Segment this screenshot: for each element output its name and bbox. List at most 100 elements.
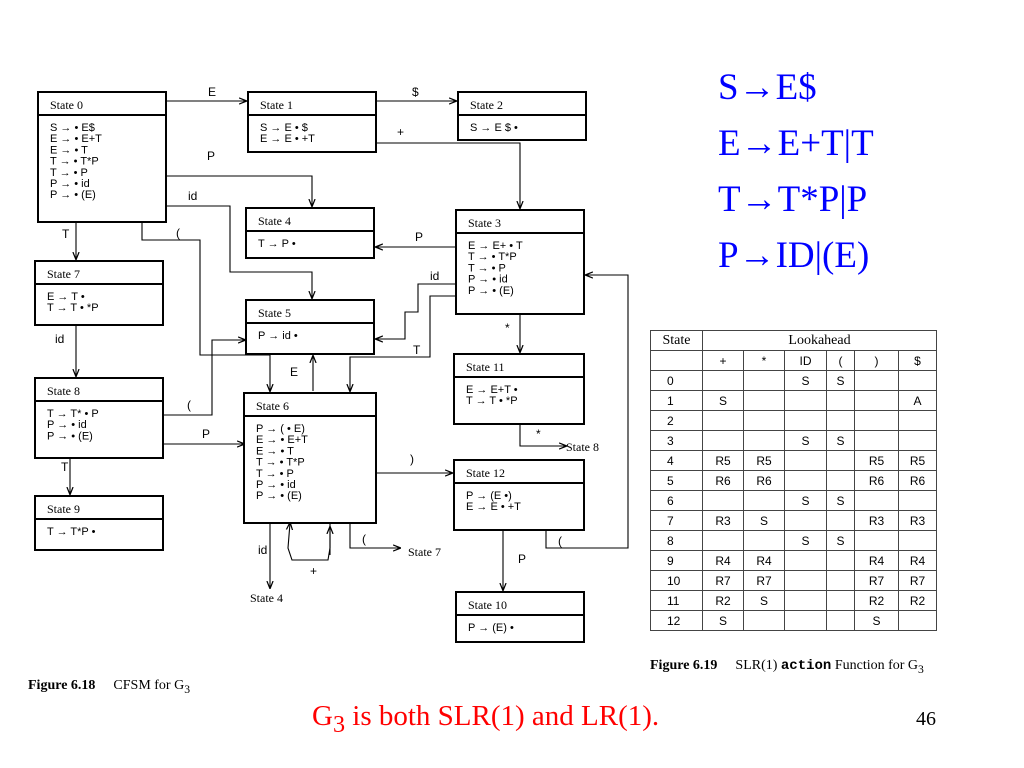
- state-item: P → • (E): [468, 285, 514, 297]
- state-number-cell: 6: [650, 490, 703, 511]
- state-title: State 2: [470, 98, 503, 112]
- action-cell: R4: [898, 550, 937, 571]
- edge-label: P: [202, 427, 210, 441]
- lookahead-column-header: ID: [784, 350, 827, 371]
- figure-text-post: Function for G: [834, 658, 919, 673]
- state-box: State 4T → P •: [245, 207, 375, 259]
- edge-label: T: [61, 460, 69, 474]
- action-cell: [743, 370, 785, 391]
- edge-label: $: [412, 85, 419, 99]
- action-cell: [898, 610, 937, 631]
- edge-label: (: [176, 226, 180, 240]
- state-box: State 0S → • E$E → • E+TE → • TT → • T*P…: [37, 91, 167, 223]
- state-item: P → • id: [50, 178, 90, 190]
- action-cell: [826, 590, 855, 611]
- state-box-frame: [453, 353, 585, 425]
- transition-arrow: [545, 275, 629, 549]
- state-title: State 6: [256, 399, 289, 413]
- action-cell: [898, 410, 937, 431]
- action-cell: [784, 550, 827, 571]
- action-cell: [743, 530, 785, 551]
- action-cell: R5: [854, 450, 899, 471]
- action-cell: S: [854, 610, 899, 631]
- action-cell: [743, 390, 785, 411]
- state-title: State 0: [50, 98, 83, 112]
- state-box: State 12P → (E •)E → E • +T: [453, 459, 585, 531]
- action-cell: [743, 610, 785, 631]
- target-state-label: State 4: [250, 591, 283, 605]
- state-number-cell: 7: [650, 510, 703, 531]
- transition-arrow: [166, 205, 312, 298]
- state-title: State 5: [258, 306, 291, 320]
- action-cell: A: [898, 390, 937, 411]
- action-cell: [826, 570, 855, 591]
- state-box: State 11E → E+T •T → T • *P: [453, 353, 585, 425]
- conclusion-rest: is both SLR(1) and LR(1).: [345, 700, 660, 732]
- state-box: State 5 P → id •: [245, 299, 375, 355]
- grammar-rule: P→ID|(E): [718, 235, 870, 276]
- action-cell: R7: [898, 570, 937, 591]
- action-cell: [898, 530, 937, 551]
- edge-label: +: [397, 125, 404, 139]
- page-number: 46: [916, 708, 936, 730]
- conclusion-text: G3 is both SLR(1) and LR(1).: [312, 700, 659, 739]
- transition-arrow: [519, 424, 566, 446]
- grammar-rules: S→E$ E→E+T|T T→T*P|P P→ID|(E): [718, 60, 874, 284]
- edge-label: ): [410, 452, 414, 466]
- state-number-cell: 3: [650, 430, 703, 451]
- action-cell: R4: [743, 550, 785, 571]
- action-cell: S: [826, 530, 855, 551]
- action-cell: [702, 430, 744, 451]
- state-item: T → P •: [258, 238, 296, 250]
- action-cell: S: [826, 490, 855, 511]
- edge-label: (: [187, 398, 191, 412]
- state-item: T → T*P •: [47, 526, 96, 538]
- target-state-label: State 8: [566, 440, 599, 454]
- state-item: E → • T: [256, 445, 294, 457]
- edge-label: E: [208, 85, 216, 99]
- state-item: E → • E+T: [256, 434, 308, 446]
- state-item: S → E $ •: [470, 122, 518, 134]
- state-number-cell: 4: [650, 450, 703, 471]
- action-cell: R6: [743, 470, 785, 491]
- state-item: E → E+T •: [466, 384, 518, 396]
- action-cell: S: [784, 430, 827, 451]
- state-item: P → id •: [258, 330, 298, 342]
- state-box-frame: [34, 495, 164, 551]
- action-cell: S: [702, 610, 744, 631]
- action-cell: [702, 530, 744, 551]
- transition-arrow: [376, 142, 520, 208]
- state-item: T → • P: [50, 167, 88, 179]
- action-cell: [743, 490, 785, 511]
- transition-arrow: [288, 523, 331, 561]
- state-box: State 7E → T •T → T • *P: [34, 260, 164, 326]
- state-number-cell: 1: [650, 390, 703, 411]
- state-number-cell: 12: [650, 610, 703, 631]
- action-cell: S: [702, 390, 744, 411]
- target-state-label: State 7: [408, 545, 441, 559]
- column-header-row: + * ID ( ) $: [650, 350, 937, 371]
- action-cell: R5: [702, 450, 744, 471]
- action-cell: [826, 550, 855, 571]
- state-item: P → • id: [256, 479, 296, 491]
- edge-label: E: [290, 365, 298, 379]
- action-cell: [784, 410, 827, 431]
- grammar-rule: S→E$: [718, 67, 817, 108]
- state-item: T → T • *P: [47, 302, 99, 314]
- lookahead-column-header: ): [854, 350, 899, 371]
- action-cell: [854, 430, 899, 451]
- state-box-frame: [34, 377, 164, 459]
- state-item: T → • P: [256, 468, 294, 480]
- action-cell: R7: [743, 570, 785, 591]
